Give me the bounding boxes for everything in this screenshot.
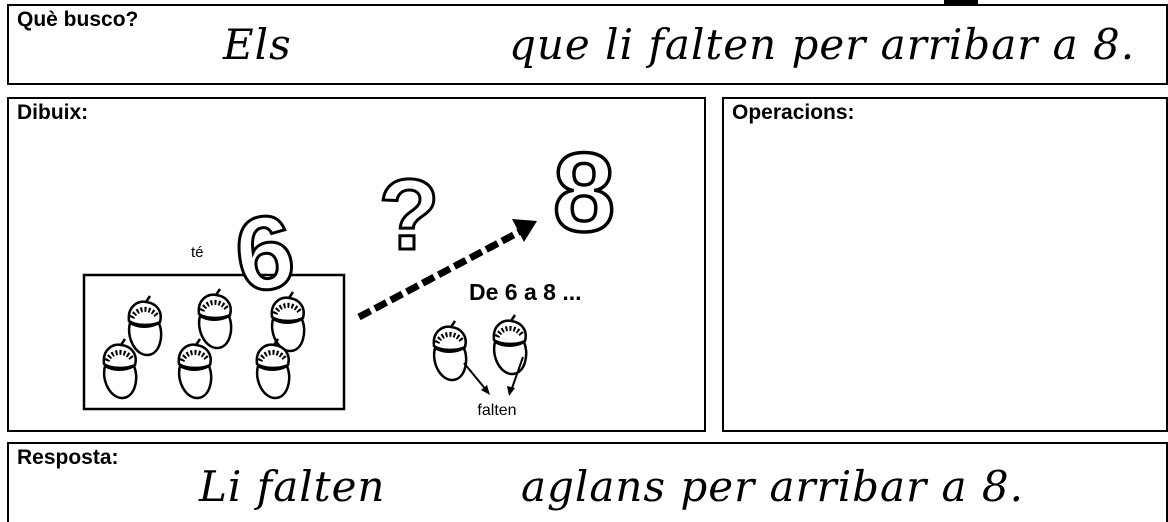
operations-box: Operacions: (722, 97, 1168, 432)
drawing-box: Dibuix: té 6 ? 8 (7, 97, 706, 432)
number-eight: 8 (553, 130, 615, 255)
question-box: Què busco? Els que li falten per arribar… (7, 4, 1168, 85)
question-label: Què busco? (17, 8, 139, 31)
range-text: De 6 a 8 ... (469, 279, 582, 305)
answer-text-start: Li falten (199, 462, 386, 511)
has-label: té (191, 244, 204, 261)
question-mark-icon: ? (378, 159, 439, 271)
drawing-illustration: té 6 ? 8 De 6 a 8 ... falten (82, 128, 617, 419)
acorn (257, 339, 289, 398)
acorn (179, 339, 211, 398)
answer-box: Resposta: Li falten aglans per arribar a… (7, 442, 1168, 522)
pointer-arrow-icon (507, 386, 515, 396)
answer-text-end: aglans per arribar a 8. (521, 462, 1024, 511)
dashed-arrow (357, 227, 523, 321)
answer-label: Resposta: (17, 446, 119, 469)
missing-acorn (434, 321, 466, 380)
arrow-head-icon (512, 219, 537, 242)
missing-label: falten (477, 402, 516, 419)
question-text-start: Els (223, 20, 292, 69)
cropped-glyph (944, 0, 978, 4)
question-text-end: que li falten per arribar a 8. (509, 20, 1136, 69)
pointer-line (463, 362, 488, 392)
pointer-arrow-icon (481, 385, 490, 395)
pointer-line (510, 356, 524, 392)
operations-label: Operacions: (732, 101, 855, 124)
drawing-label: Dibuix: (17, 101, 89, 124)
acorn (129, 296, 161, 355)
acorn (199, 289, 231, 348)
acorn (104, 339, 136, 398)
missing-acorn (494, 315, 526, 374)
